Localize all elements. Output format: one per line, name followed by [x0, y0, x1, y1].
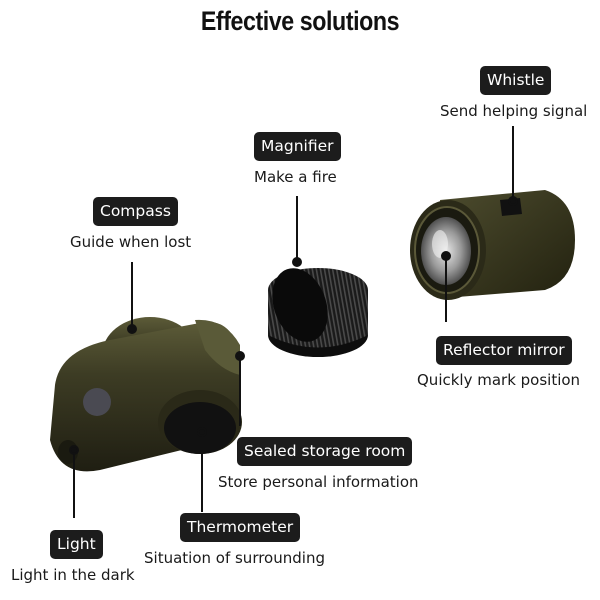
page-title: Effective solutions: [200, 6, 400, 36]
callout-lines: [69, 126, 518, 518]
label-thermometer: Thermometer: [180, 513, 301, 542]
desc-light: Light in the dark: [11, 566, 135, 584]
whistle-tube-icon: [410, 190, 575, 300]
desc-thermometer: Situation of surrounding: [144, 549, 325, 567]
desc-reflector-mirror: Quickly mark position: [417, 371, 581, 389]
label-whistle: Whistle: [480, 66, 552, 95]
desc-sealed-storage: Store personal information: [218, 473, 419, 491]
desc-compass: Guide when lost: [70, 233, 192, 251]
label-compass: Compass: [93, 197, 178, 226]
desc-whistle: Send helping signal: [440, 102, 588, 120]
desc-magnifier: Make a fire: [254, 168, 337, 186]
label-light: Light: [50, 530, 103, 559]
label-sealed-storage: Sealed storage room: [237, 437, 413, 466]
label-magnifier: Magnifier: [254, 132, 341, 161]
compass-body-icon: [50, 317, 242, 472]
magnifier-ring-icon: [268, 268, 368, 357]
label-reflector-mirror: Reflector mirror: [436, 336, 572, 365]
